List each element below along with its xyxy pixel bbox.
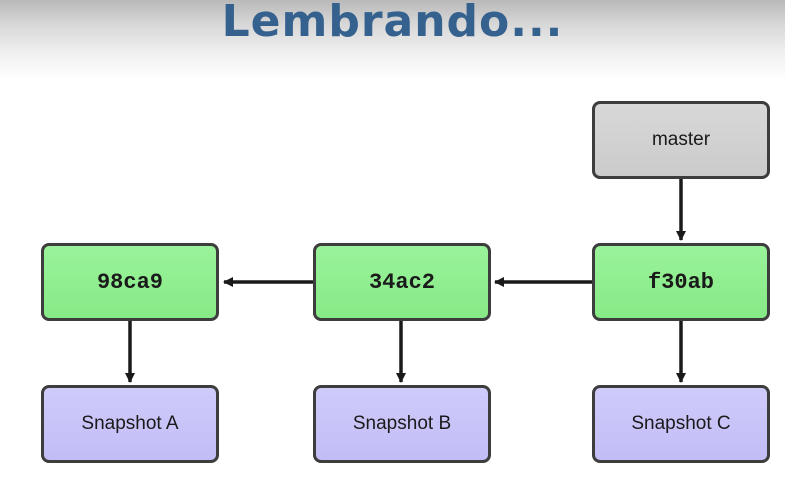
snapshot-label: Snapshot C (631, 413, 731, 434)
commit-node-34ac2: 34ac2 (313, 243, 491, 321)
branch-label: master (651, 129, 711, 150)
snapshot-label: Snapshot B (352, 413, 452, 434)
commit-node-98ca9: 98ca9 (41, 243, 219, 321)
commit-id: 34ac2 (368, 269, 435, 295)
snapshot-node-b: Snapshot B (313, 385, 491, 463)
slide-title: Lembrando... (221, 0, 564, 47)
header-band (0, 0, 785, 80)
snapshot-label: Snapshot A (81, 413, 179, 434)
commit-id: f30ab (647, 269, 714, 295)
branch-master-node: master (592, 101, 770, 179)
snapshot-node-a: Snapshot A (41, 385, 219, 463)
snapshot-node-c: Snapshot C (592, 385, 770, 463)
commit-id: 98ca9 (96, 269, 163, 295)
commit-node-f30ab: f30ab (592, 243, 770, 321)
